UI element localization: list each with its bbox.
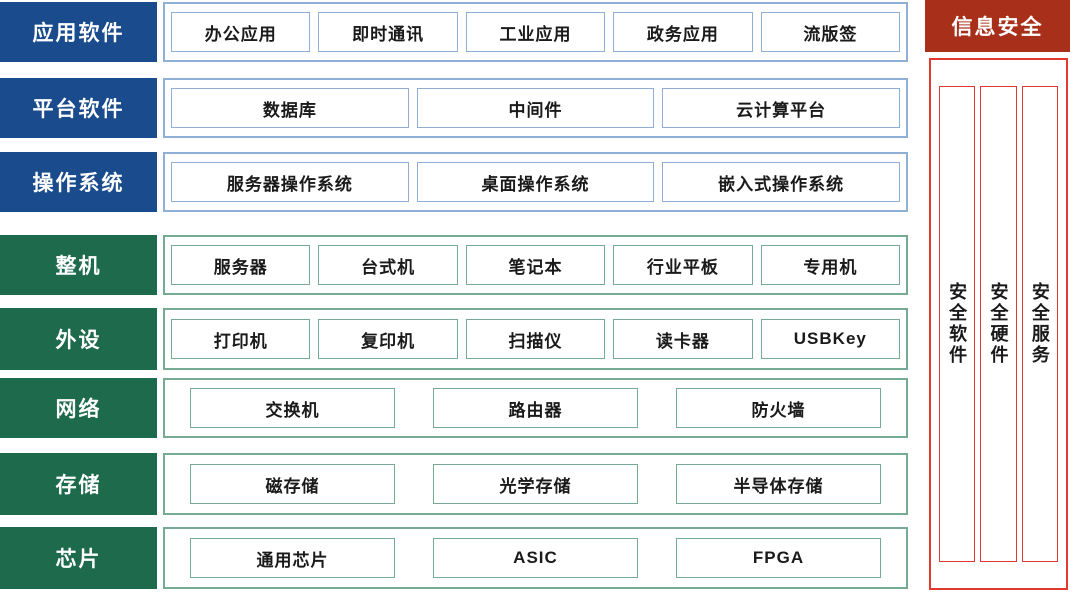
information-security-panel: 信息安全 安全软件安全硬件安全服务 <box>925 0 1070 593</box>
layer-item[interactable]: 光学存储 <box>433 464 638 504</box>
security-column[interactable]: 安全软件 <box>939 86 976 562</box>
layer-row: 整机服务器台式机笔记本行业平板专用机 <box>0 235 908 295</box>
layer-item[interactable]: 笔记本 <box>465 245 606 285</box>
layer-item[interactable]: 服务器 <box>171 245 311 285</box>
technology-stack-layers: 应用软件办公应用即时通讯工业应用政务应用流版签平台软件数据库中间件云计算平台操作… <box>0 2 908 589</box>
security-column[interactable]: 安全服务 <box>1021 86 1058 562</box>
layer-label[interactable]: 操作系统 <box>0 152 157 212</box>
layer-row: 存储磁存储光学存储半导体存储 <box>0 453 908 515</box>
layer-item[interactable]: 即时通讯 <box>318 12 458 52</box>
layer-item[interactable]: 交换机 <box>190 388 395 428</box>
security-panel-header: 信息安全 <box>925 0 1070 52</box>
layer-label[interactable]: 网络 <box>0 378 157 438</box>
layer-item[interactable]: 中间件 <box>416 88 655 128</box>
layer-item[interactable]: 服务器操作系统 <box>171 162 409 202</box>
layer-item[interactable]: 扫描仪 <box>465 319 606 359</box>
security-columns-container: 安全软件安全硬件安全服务 <box>929 58 1068 590</box>
layer-label[interactable]: 存储 <box>0 453 157 515</box>
layer-items-container: 交换机路由器防火墙 <box>163 378 908 438</box>
layer-item[interactable]: USBKey <box>760 319 901 359</box>
layer-items-container: 办公应用即时通讯工业应用政务应用流版签 <box>163 2 908 62</box>
layer-row: 操作系统服务器操作系统桌面操作系统嵌入式操作系统 <box>0 152 908 212</box>
layer-items-container: 服务器操作系统桌面操作系统嵌入式操作系统 <box>163 152 908 212</box>
layer-item[interactable]: 云计算平台 <box>662 88 901 128</box>
layer-item[interactable]: 办公应用 <box>171 12 311 52</box>
layer-item[interactable]: ASIC <box>433 538 638 578</box>
layer-item[interactable]: 防火墙 <box>676 388 881 428</box>
layer-item[interactable]: 磁存储 <box>190 464 395 504</box>
layer-label[interactable]: 平台软件 <box>0 78 157 138</box>
layer-items-container: 通用芯片 ASIC FPGA <box>163 527 908 589</box>
layer-item[interactable]: 打印机 <box>171 319 311 359</box>
layer-item[interactable]: 路由器 <box>433 388 638 428</box>
layer-items-container: 磁存储光学存储半导体存储 <box>163 453 908 515</box>
layer-item[interactable]: 台式机 <box>318 245 458 285</box>
layer-item[interactable]: 嵌入式操作系统 <box>662 162 901 202</box>
layer-item[interactable]: 政务应用 <box>613 12 753 52</box>
layer-row: 平台软件数据库中间件云计算平台 <box>0 78 908 138</box>
layer-label[interactable]: 外设 <box>0 308 157 370</box>
layer-item[interactable]: 数据库 <box>171 88 409 128</box>
layer-label[interactable]: 应用软件 <box>0 2 157 62</box>
layer-item[interactable]: 流版签 <box>760 12 901 52</box>
layer-item[interactable]: 复印机 <box>318 319 458 359</box>
layer-item[interactable]: 通用芯片 <box>190 538 395 578</box>
layer-item[interactable]: 行业平板 <box>613 245 753 285</box>
layer-item[interactable]: 半导体存储 <box>676 464 881 504</box>
layer-row: 芯片通用芯片 ASIC FPGA <box>0 527 908 589</box>
layer-item[interactable]: 工业应用 <box>465 12 606 52</box>
layer-label[interactable]: 整机 <box>0 235 157 295</box>
security-column[interactable]: 安全硬件 <box>980 86 1017 562</box>
layer-items-container: 服务器台式机笔记本行业平板专用机 <box>163 235 908 295</box>
layer-item[interactable]: 读卡器 <box>613 319 753 359</box>
layer-item[interactable]: 专用机 <box>760 245 901 285</box>
layer-row: 网络交换机路由器防火墙 <box>0 378 908 438</box>
layer-item[interactable]: 桌面操作系统 <box>416 162 655 202</box>
layer-item[interactable]: FPGA <box>676 538 881 578</box>
layer-row: 应用软件办公应用即时通讯工业应用政务应用流版签 <box>0 2 908 62</box>
layer-label[interactable]: 芯片 <box>0 527 157 589</box>
layer-items-container: 数据库中间件云计算平台 <box>163 78 908 138</box>
